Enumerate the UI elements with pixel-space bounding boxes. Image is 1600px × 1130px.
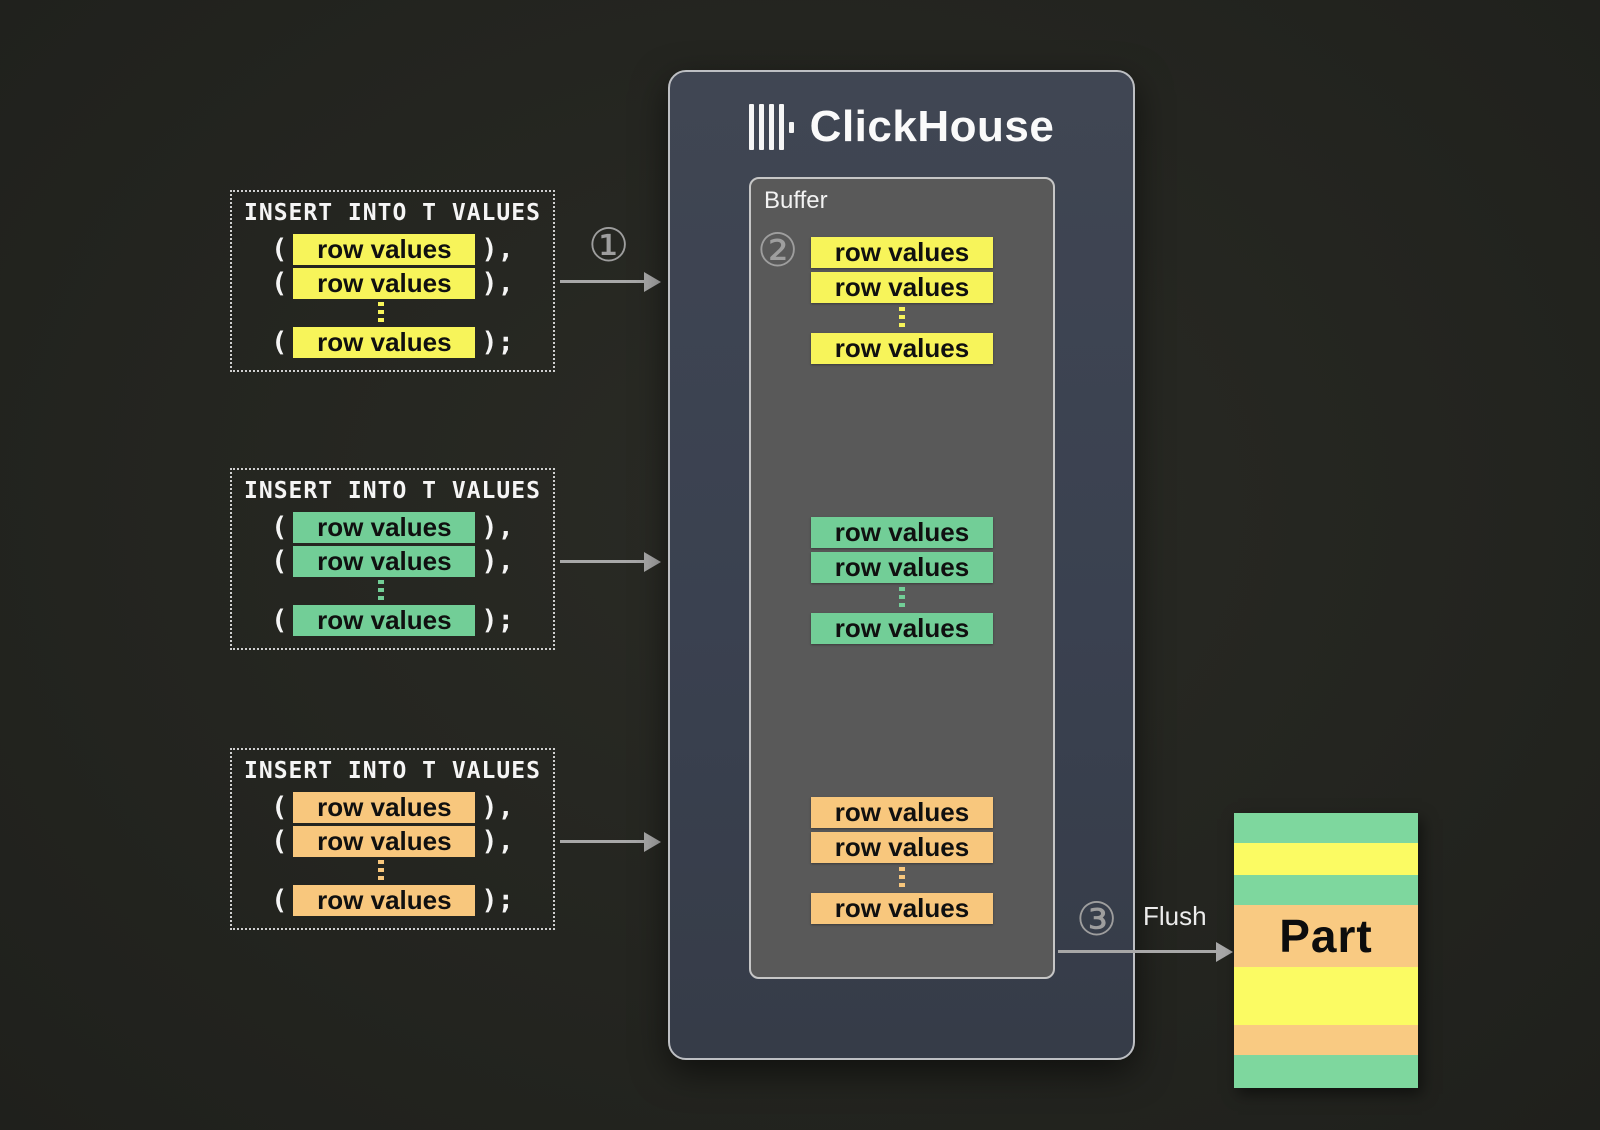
- open-paren: (: [271, 268, 288, 299]
- buffer-group-orange: row values row values row values: [751, 797, 1053, 924]
- insert-row: ( row values );: [271, 327, 514, 358]
- insert-row: ( row values ),: [271, 512, 514, 543]
- part-stripe-orange: [1234, 1025, 1418, 1055]
- open-paren: (: [271, 605, 288, 636]
- clickhouse-title: ClickHouse: [809, 102, 1055, 151]
- insert-statement-box-3: INSERT INTO T VALUES ( row values ), ( r…: [230, 748, 555, 930]
- row-values-chip: row values: [811, 797, 993, 828]
- ellipsis-dots-vertical: [899, 307, 905, 329]
- open-paren: (: [271, 512, 288, 543]
- open-paren: (: [271, 327, 288, 358]
- buffer-group-green: row values row values row values: [751, 517, 1053, 644]
- part-stripe-yellow: [1234, 967, 1418, 1025]
- ellipsis-dots-vertical: [899, 587, 905, 609]
- buffer-label: Buffer: [764, 187, 828, 214]
- step-2-circled-number: ②: [757, 223, 799, 277]
- insert-row: ( row values ),: [271, 792, 514, 823]
- insert-statement-box-1: INSERT INTO T VALUES ( row values ), ( r…: [230, 190, 555, 372]
- insert-row: ( row values );: [271, 605, 514, 636]
- close-paren-comma: ),: [481, 512, 514, 543]
- ellipsis-dots-vertical: [377, 580, 384, 602]
- open-paren: (: [271, 792, 288, 823]
- row-values-chip: row values: [293, 234, 476, 265]
- insert-statement-title: INSERT INTO T VALUES: [244, 200, 541, 226]
- row-values-chip: row values: [811, 272, 993, 303]
- close-paren-semicolon: );: [481, 605, 514, 636]
- row-values-chip: row values: [811, 893, 993, 924]
- close-paren-comma: ),: [481, 234, 514, 265]
- part-stripe-yellow: [1234, 843, 1418, 875]
- row-values-chip: row values: [293, 826, 476, 857]
- close-paren-comma: ),: [481, 826, 514, 857]
- close-paren-comma: ),: [481, 546, 514, 577]
- clickhouse-header: ClickHouse: [670, 102, 1133, 152]
- row-values-chip: row values: [811, 333, 993, 364]
- ellipsis-dots-vertical: [377, 302, 384, 324]
- flush-arrow: [1058, 942, 1248, 962]
- row-values-chip: row values: [811, 517, 993, 548]
- part-stripe-orange: Part: [1234, 905, 1418, 967]
- part-label: Part: [1279, 910, 1373, 962]
- buffer-panel: Buffer ② row values row values row value…: [749, 177, 1055, 979]
- insert-statement-title: INSERT INTO T VALUES: [244, 478, 541, 504]
- open-paren: (: [271, 826, 288, 857]
- insert-row: ( row values ),: [271, 268, 514, 299]
- close-paren-comma: ),: [481, 792, 514, 823]
- insert-rows: ( row values ), ( row values ), ( row va…: [242, 792, 543, 916]
- row-values-chip: row values: [293, 792, 476, 823]
- insert-row: ( row values );: [271, 885, 514, 916]
- insert-row: ( row values ),: [271, 234, 514, 265]
- clickhouse-server-panel: ClickHouse Buffer ② row values row value…: [668, 70, 1135, 1060]
- close-paren-semicolon: );: [481, 327, 514, 358]
- row-values-chip: row values: [811, 237, 993, 268]
- part-stripe-green: [1234, 1055, 1418, 1088]
- insert-statement-title: INSERT INTO T VALUES: [244, 758, 541, 784]
- row-values-chip: row values: [293, 546, 476, 577]
- insert-arrow-3: [560, 832, 661, 852]
- ellipsis-dots-vertical: [377, 860, 384, 882]
- row-values-chip: row values: [811, 552, 993, 583]
- insert-rows: ( row values ), ( row values ), ( row va…: [242, 234, 543, 358]
- step-3-circled-number: ③: [1076, 892, 1118, 946]
- row-values-chip: row values: [293, 885, 476, 916]
- row-values-chip: row values: [293, 268, 476, 299]
- part-box: Part: [1234, 813, 1418, 1088]
- row-values-chip: row values: [293, 605, 476, 636]
- row-values-chip: row values: [811, 832, 993, 863]
- insert-arrow-2: [560, 552, 661, 572]
- open-paren: (: [271, 885, 288, 916]
- row-values-chip: row values: [293, 327, 476, 358]
- step-1-circled-number: ①: [588, 218, 630, 272]
- open-paren: (: [271, 234, 288, 265]
- clickhouse-logo-icon: [748, 103, 794, 151]
- insert-arrow-1: [560, 272, 661, 292]
- insert-statement-box-2: INSERT INTO T VALUES ( row values ), ( r…: [230, 468, 555, 650]
- close-paren-semicolon: );: [481, 885, 514, 916]
- part-stripe-green: [1234, 813, 1418, 843]
- ellipsis-dots-vertical: [899, 867, 905, 889]
- open-paren: (: [271, 546, 288, 577]
- insert-rows: ( row values ), ( row values ), ( row va…: [242, 512, 543, 636]
- close-paren-comma: ),: [481, 268, 514, 299]
- insert-row: ( row values ),: [271, 826, 514, 857]
- row-values-chip: row values: [293, 512, 476, 543]
- insert-row: ( row values ),: [271, 546, 514, 577]
- flush-label: Flush: [1143, 901, 1207, 931]
- row-values-chip: row values: [811, 613, 993, 644]
- buffer-group-yellow: row values row values row values: [751, 237, 1053, 364]
- part-stripe-green: [1234, 875, 1418, 905]
